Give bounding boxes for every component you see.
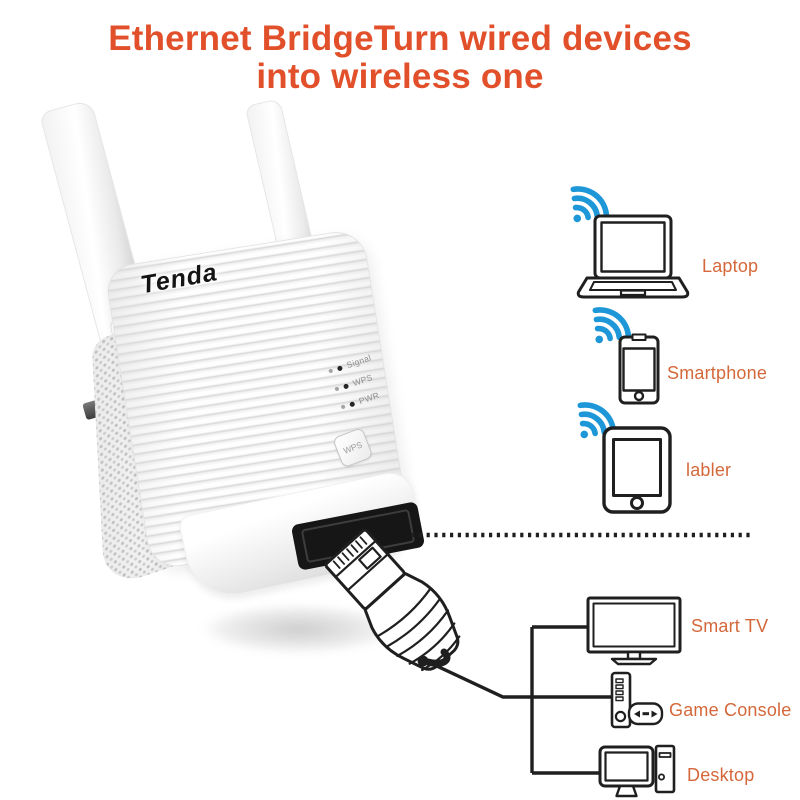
led-dot [336, 364, 343, 372]
wifi-icon [570, 186, 610, 223]
led-hole [340, 404, 346, 410]
wire-to-console [423, 658, 612, 699]
desktop-icon [598, 744, 676, 798]
smartphone-label: Smartphone [667, 363, 768, 383]
smart-tv-label: Smart TV [691, 616, 769, 636]
brand-logo: Tenda [138, 258, 220, 300]
game-console-icon [610, 671, 664, 729]
headline: Ethernet BridgeTurn wired devices into w… [0, 20, 800, 96]
device-shadow [168, 596, 430, 662]
led-hole [333, 386, 340, 392]
wifi-icon [592, 307, 632, 344]
led-hole [327, 368, 333, 374]
led-label-pwr: PWR [357, 389, 380, 407]
led-label-signal: Signal [344, 352, 373, 371]
wifi-icon [577, 402, 617, 439]
tv-icon [586, 596, 682, 666]
headline-line-2: into wireless one [256, 57, 544, 96]
laptop-label: Laptop [702, 256, 759, 276]
ethernet-cable [424, 648, 451, 667]
laptop-icon [576, 214, 690, 299]
led-dot [342, 382, 349, 390]
led-dot [348, 400, 355, 408]
led-pwr: PWR [339, 388, 384, 412]
tablet-label: labler [686, 460, 732, 480]
tablet-icon [602, 426, 672, 514]
smartphone-icon [618, 333, 660, 405]
led-panel: Signal WPS PWR [327, 353, 388, 421]
desktop-label: Desktop [687, 765, 755, 785]
game-console-label: Game Console [669, 700, 792, 720]
headline-line-1: Ethernet BridgeTurn wired devices [108, 19, 692, 58]
led-label-wps: WPS [350, 372, 374, 389]
wps-button: WPS [332, 426, 374, 469]
